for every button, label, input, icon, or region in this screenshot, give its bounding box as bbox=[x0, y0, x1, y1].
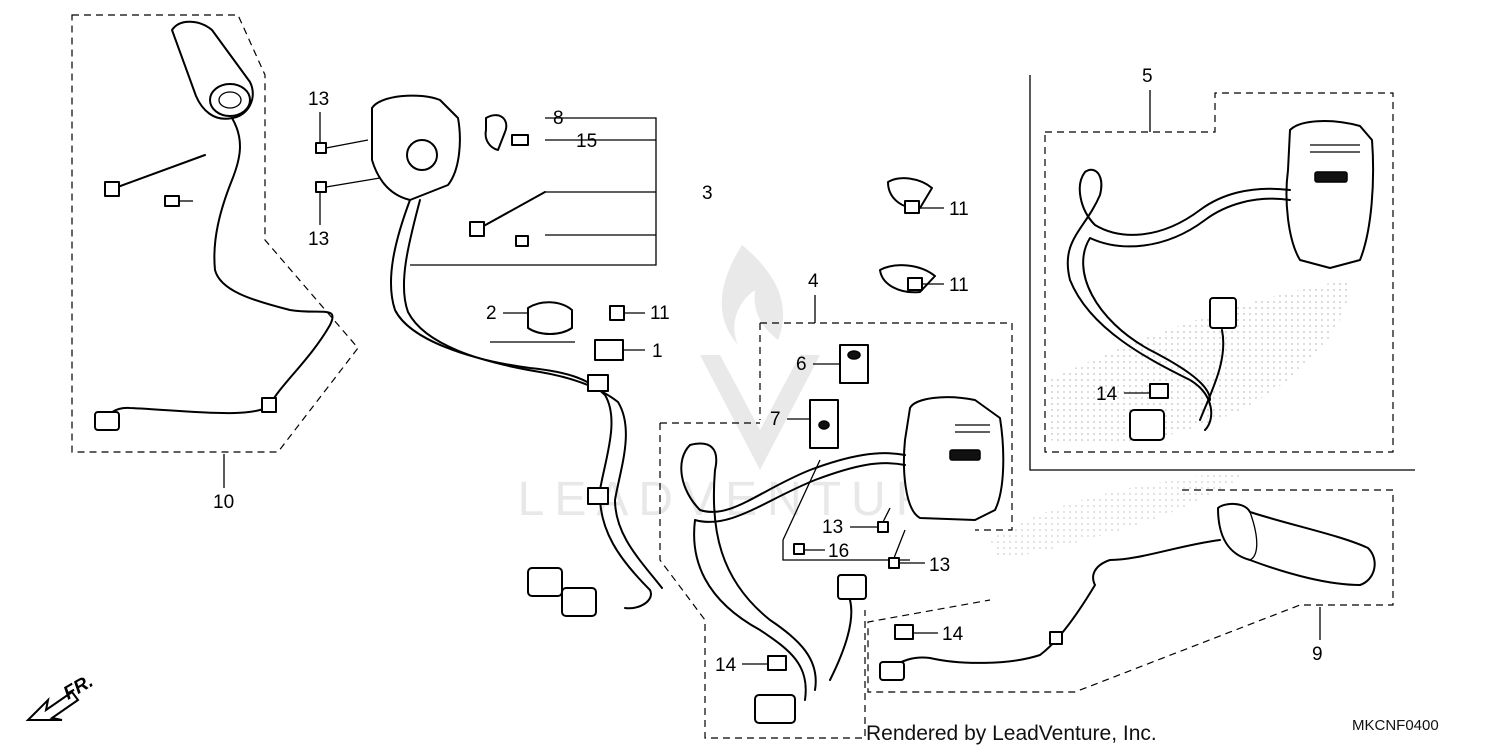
grip-heater-connector-right bbox=[879, 661, 905, 681]
cable-tie bbox=[114, 154, 206, 189]
callout-bracket-8-15-3 bbox=[410, 117, 657, 266]
band-11-upper bbox=[887, 177, 933, 210]
clip-8 bbox=[484, 114, 508, 151]
label-1: 1 bbox=[652, 341, 663, 362]
clip-14-right bbox=[894, 624, 914, 640]
holder-6 bbox=[839, 344, 869, 384]
cable-tie-3 bbox=[479, 191, 546, 229]
harness-connector-d bbox=[837, 574, 867, 600]
shading-right-top bbox=[1050, 280, 1350, 444]
label-13a: 13 bbox=[308, 89, 329, 110]
label-5: 5 bbox=[1142, 66, 1153, 87]
right-grip-wire bbox=[889, 539, 1221, 671]
grip-heater-wire bbox=[103, 117, 334, 426]
shading-right-bottom bbox=[990, 470, 1250, 560]
clamp-1 bbox=[594, 339, 624, 361]
label-15: 15 bbox=[576, 131, 597, 152]
harness-connector-a bbox=[527, 567, 563, 597]
harness-connector-c bbox=[754, 694, 796, 724]
label-10: 10 bbox=[213, 492, 234, 513]
label-12: 11 bbox=[650, 303, 670, 324]
label-3: 3 bbox=[702, 183, 713, 204]
harness-clamp bbox=[587, 374, 609, 392]
label-14b: 14 bbox=[715, 655, 737, 676]
label-14a: 14 bbox=[1096, 384, 1118, 405]
bolt-15 bbox=[511, 134, 529, 146]
right-switch-harness bbox=[680, 442, 906, 691]
front-arrow-icon bbox=[25, 690, 80, 721]
footer-attribution: Rendered by LeadVenture, Inc. bbox=[866, 722, 1157, 745]
group-10-boundary bbox=[71, 14, 359, 453]
screw-16 bbox=[793, 543, 805, 555]
bolt-3 bbox=[515, 235, 529, 247]
label-11a: 11 bbox=[949, 199, 969, 220]
label-6: 6 bbox=[796, 354, 807, 375]
left-switch-harness bbox=[389, 199, 652, 610]
clamp-2 bbox=[527, 301, 573, 335]
wire-clip bbox=[261, 397, 277, 413]
label-13c: 13 bbox=[822, 517, 843, 538]
label-13d: 13 bbox=[929, 555, 950, 576]
watermark-logo bbox=[721, 245, 784, 345]
label-9: 9 bbox=[1312, 644, 1323, 665]
group-10-grip-heater-left bbox=[71, 14, 359, 453]
left-switch-assembly bbox=[371, 94, 663, 617]
label-4: 4 bbox=[808, 271, 819, 292]
group-4-boundary bbox=[759, 322, 1013, 531]
label-16: 16 bbox=[828, 541, 849, 562]
clip-14-lower bbox=[767, 655, 787, 671]
small-bolt bbox=[164, 195, 180, 207]
screw-13-right-upper bbox=[877, 521, 889, 533]
cable-tie-head bbox=[104, 181, 120, 197]
harness-connector-b bbox=[561, 587, 597, 617]
label-13b: 13 bbox=[308, 229, 329, 250]
bolt-12 bbox=[609, 305, 625, 321]
harness-connector-f bbox=[1209, 297, 1237, 329]
group-5-boundary bbox=[1044, 92, 1394, 453]
label-7: 7 bbox=[770, 409, 781, 430]
label-8: 8 bbox=[553, 108, 564, 129]
diagram-code: MKCNF0400 bbox=[1352, 717, 1439, 734]
front-direction-indicator: FR. bbox=[25, 671, 97, 721]
screw-13-upper-left bbox=[315, 139, 369, 154]
label-2: 2 bbox=[486, 303, 497, 324]
left-switch-button bbox=[406, 139, 438, 171]
right-grip bbox=[1217, 502, 1376, 586]
harness-connector-e bbox=[1129, 409, 1165, 441]
label-11b: 11 bbox=[949, 275, 969, 296]
alt-switch-harness bbox=[1066, 168, 1291, 431]
screw-13-lower-left bbox=[315, 177, 381, 193]
grip-heater-connector bbox=[94, 411, 120, 431]
clip-14-upper bbox=[1149, 383, 1169, 399]
alt-switch-housing bbox=[1285, 120, 1375, 269]
label-14c: 14 bbox=[942, 624, 964, 645]
group-4-lower-boundary bbox=[659, 422, 866, 739]
group-5-outer-frame bbox=[1029, 75, 1415, 471]
screw-13-right-lower bbox=[888, 557, 900, 569]
group-9-boundary bbox=[867, 489, 1394, 693]
